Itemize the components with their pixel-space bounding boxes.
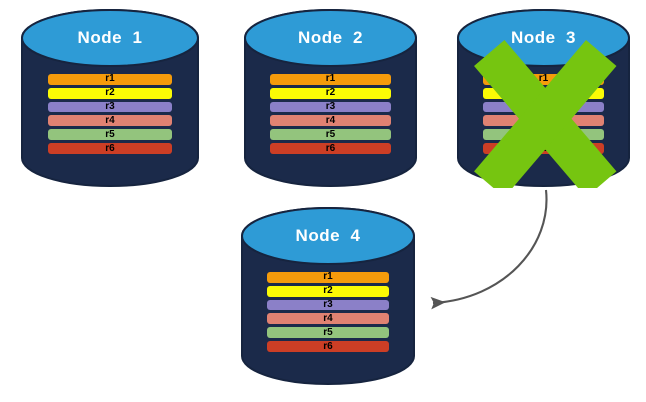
node-2-row-r4[interactable]: r4 — [270, 115, 391, 127]
node-1-rows: r1 r2 r3 r4 r5 r6 — [20, 74, 200, 154]
node-4-row-r1[interactable]: r1 — [267, 272, 389, 283]
node-4-row-r4[interactable]: r4 — [267, 313, 389, 325]
node-2-row-r1[interactable]: r1 — [270, 74, 391, 85]
node-2-row-r3[interactable]: r3 — [270, 102, 391, 113]
node-1-row-r1[interactable]: r1 — [48, 74, 172, 85]
node-3-row-r2[interactable]: r2 — [483, 88, 604, 99]
node-3-row-r5[interactable]: r5 — [483, 129, 604, 141]
node-2-row-r6[interactable]: r6 — [270, 143, 391, 154]
node-1-top-ellipse — [21, 9, 199, 67]
node-4-row-r3[interactable]: r3 — [267, 300, 389, 311]
node-3-row-r4[interactable]: r4 — [483, 115, 604, 127]
node-3-rows: r1 r2 r3 r4 r5 r6 — [456, 74, 631, 154]
node-4-row-r6[interactable]: r6 — [267, 341, 389, 352]
node-2-row-r2[interactable]: r2 — [270, 88, 391, 99]
node-4-row-r5[interactable]: r5 — [267, 327, 389, 339]
node-3-row-r1[interactable]: r1 — [483, 74, 604, 85]
node-3-row-r6[interactable]: r6 — [483, 143, 604, 154]
node-2-top-ellipse — [244, 9, 417, 67]
node-1-row-r6[interactable]: r6 — [48, 143, 172, 154]
node-2-rows: r1 r2 r3 r4 r5 r6 — [243, 74, 418, 154]
node-1-row-r2[interactable]: r2 — [48, 88, 172, 99]
node-2-row-r5[interactable]: r5 — [270, 129, 391, 141]
node-1-row-r4[interactable]: r4 — [48, 115, 172, 127]
node-4-row-r2[interactable]: r2 — [267, 286, 389, 297]
node-4-rows: r1 r2 r3 r4 r5 r6 — [240, 272, 416, 352]
node-4-top-ellipse — [241, 207, 415, 265]
node-3-row-r3[interactable]: r3 — [483, 102, 604, 113]
node-1-row-r3[interactable]: r3 — [48, 102, 172, 113]
node-3-top-ellipse — [457, 9, 630, 67]
node-1-row-r5[interactable]: r5 — [48, 129, 172, 141]
